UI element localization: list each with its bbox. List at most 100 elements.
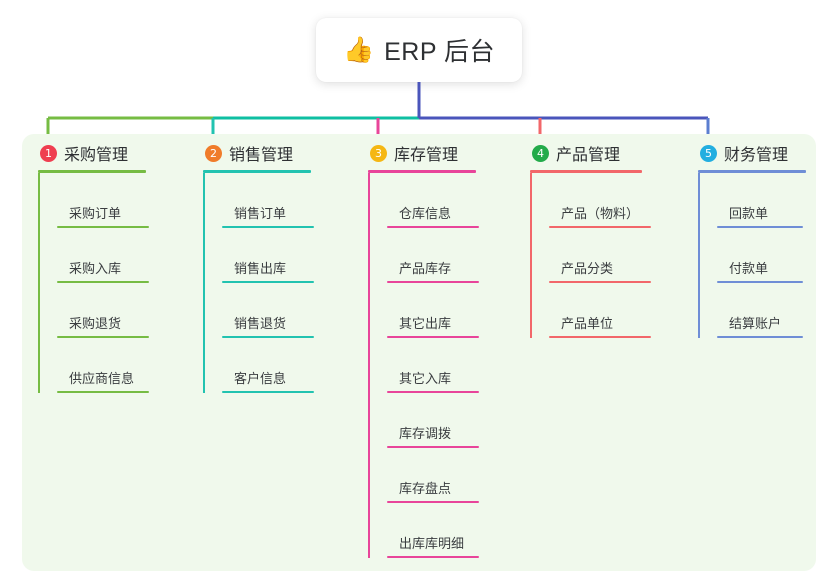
leaf-item-underline bbox=[57, 336, 149, 338]
leaf-item-label: 采购订单 bbox=[69, 206, 122, 221]
branch-underline-1 bbox=[38, 170, 146, 173]
leaf-item-underline bbox=[57, 226, 149, 228]
leaf-list-4: 产品（物料） 产品分类产品单位 bbox=[530, 173, 651, 338]
thumbs-up-icon: 👍 bbox=[342, 35, 375, 64]
branch-title-3: 库存管理 bbox=[394, 147, 459, 164]
leaf-item-label: 其它入库 bbox=[399, 371, 452, 386]
leaf-list-3: 仓库信息产品库存其它出库其它入库库存调拨库存盘点出库库明细 bbox=[368, 173, 479, 558]
leaf-item-underline bbox=[57, 281, 149, 283]
leaf-item-underline bbox=[57, 391, 149, 393]
leaf-list-5: 回款单付款单结算账户 bbox=[698, 173, 806, 338]
branch-underline-2 bbox=[203, 170, 311, 173]
leaf-item[interactable]: 供应商信息 bbox=[57, 338, 149, 393]
leaf-item[interactable]: 采购订单 bbox=[57, 173, 149, 228]
leaf-item[interactable]: 销售退货 bbox=[222, 283, 314, 338]
leaf-item-underline bbox=[387, 556, 479, 558]
leaf-item-underline bbox=[222, 391, 314, 393]
branch-underline-4 bbox=[530, 170, 642, 173]
leaf-item-underline bbox=[549, 336, 651, 338]
branch-column-5: 5 财务管理回款单付款单结算账户 bbox=[698, 140, 806, 338]
branch-column-1: 1 采购管理采购订单采购入库采购退货供应商信息 bbox=[38, 140, 149, 393]
branch-badge-4: 4 bbox=[532, 144, 549, 162]
branch-header-3[interactable]: 3 库存管理 bbox=[368, 140, 476, 166]
branch-underline-5 bbox=[698, 170, 806, 173]
leaf-item-label: 销售退货 bbox=[234, 316, 287, 331]
leaf-list-2: 销售订单销售出库销售退货客户信息 bbox=[203, 173, 314, 393]
leaf-item[interactable]: 采购入库 bbox=[57, 228, 149, 283]
leaf-item-label: 出库库明细 bbox=[399, 536, 465, 551]
leaf-item[interactable]: 回款单 bbox=[717, 173, 806, 228]
leaf-item-label: 产品分类 bbox=[561, 261, 614, 276]
branch-title-1: 采购管理 bbox=[64, 147, 129, 164]
leaf-item-label: 回款单 bbox=[729, 206, 769, 221]
leaf-list-1: 采购订单采购入库采购退货供应商信息 bbox=[38, 173, 149, 393]
branch-title-5: 财务管理 bbox=[724, 147, 789, 164]
leaf-item[interactable]: 客户信息 bbox=[222, 338, 314, 393]
leaf-item-underline bbox=[387, 446, 479, 448]
leaf-item-label: 产品单位 bbox=[561, 316, 614, 331]
leaf-item-underline bbox=[222, 281, 314, 283]
leaf-item[interactable]: 销售订单 bbox=[222, 173, 314, 228]
leaf-item-underline bbox=[222, 336, 314, 338]
branch-underline-3 bbox=[368, 170, 476, 173]
leaf-item-label: 库存调拨 bbox=[399, 426, 452, 441]
leaf-item-label: 客户信息 bbox=[234, 371, 287, 386]
root-node[interactable]: 👍 ERP 后台 bbox=[316, 18, 522, 82]
leaf-spine-3 bbox=[368, 173, 370, 558]
branch-badge-1: 1 bbox=[40, 144, 57, 162]
branches-panel bbox=[22, 134, 816, 571]
leaf-spine-4 bbox=[530, 173, 532, 338]
branch-column-2: 2 销售管理销售订单销售出库销售退货客户信息 bbox=[203, 140, 314, 393]
branch-badge-5: 5 bbox=[700, 144, 717, 162]
leaf-item-label: 结算账户 bbox=[729, 316, 782, 331]
leaf-item-underline bbox=[387, 336, 479, 338]
leaf-item-label: 其它出库 bbox=[399, 316, 452, 331]
leaf-item-label: 销售出库 bbox=[234, 261, 287, 276]
leaf-item-label: 仓库信息 bbox=[399, 206, 452, 221]
branch-title-2: 销售管理 bbox=[229, 147, 294, 164]
leaf-spine-1 bbox=[38, 173, 40, 393]
leaf-item[interactable]: 付款单 bbox=[717, 228, 806, 283]
leaf-item-underline bbox=[387, 501, 479, 503]
leaf-item[interactable]: 库存盘点 bbox=[387, 448, 479, 503]
leaf-item[interactable]: 结算账户 bbox=[717, 283, 806, 338]
branch-badge-2: 2 bbox=[205, 144, 222, 162]
leaf-item[interactable]: 其它入库 bbox=[387, 338, 479, 393]
leaf-item-label: 供应商信息 bbox=[69, 371, 135, 386]
leaf-item-underline bbox=[387, 226, 479, 228]
leaf-spine-2 bbox=[203, 173, 205, 393]
leaf-item-underline bbox=[717, 281, 803, 283]
leaf-item[interactable]: 库存调拨 bbox=[387, 393, 479, 448]
leaf-item-label: 产品（物料） bbox=[561, 206, 640, 221]
branch-header-5[interactable]: 5 财务管理 bbox=[698, 140, 806, 166]
leaf-item-label: 库存盘点 bbox=[399, 481, 452, 496]
leaf-item-label: 采购入库 bbox=[69, 261, 122, 276]
leaf-item[interactable]: 其它出库 bbox=[387, 283, 479, 338]
leaf-item-label: 采购退货 bbox=[69, 316, 122, 331]
leaf-item[interactable]: 仓库信息 bbox=[387, 173, 479, 228]
branch-column-4: 4 产品管理产品（物料） 产品分类产品单位 bbox=[530, 140, 651, 338]
leaf-item[interactable]: 产品单位 bbox=[549, 283, 651, 338]
leaf-item-underline bbox=[549, 281, 651, 283]
leaf-item[interactable]: 产品库存 bbox=[387, 228, 479, 283]
leaf-item[interactable]: 采购退货 bbox=[57, 283, 149, 338]
leaf-item[interactable]: 产品（物料） bbox=[549, 173, 651, 228]
leaf-item-underline bbox=[717, 226, 803, 228]
leaf-item-underline bbox=[717, 336, 803, 338]
leaf-item[interactable]: 产品分类 bbox=[549, 228, 651, 283]
leaf-item-underline bbox=[387, 281, 479, 283]
leaf-item-label: 付款单 bbox=[729, 261, 769, 276]
branch-column-3: 3 库存管理仓库信息产品库存其它出库其它入库库存调拨库存盘点出库库明细 bbox=[368, 140, 479, 558]
leaf-item-label: 产品库存 bbox=[399, 261, 452, 276]
branch-header-2[interactable]: 2 销售管理 bbox=[203, 140, 311, 166]
leaf-item-underline bbox=[222, 226, 314, 228]
leaf-item[interactable]: 销售出库 bbox=[222, 228, 314, 283]
leaf-item-underline bbox=[549, 226, 651, 228]
leaf-item-label: 销售订单 bbox=[234, 206, 287, 221]
leaf-item[interactable]: 出库库明细 bbox=[387, 503, 479, 558]
branch-title-4: 产品管理 bbox=[556, 147, 621, 164]
branch-header-1[interactable]: 1 采购管理 bbox=[38, 140, 146, 166]
branch-header-4[interactable]: 4 产品管理 bbox=[530, 140, 642, 166]
branch-badge-3: 3 bbox=[370, 144, 387, 162]
root-title: ERP 后台 bbox=[384, 38, 496, 66]
